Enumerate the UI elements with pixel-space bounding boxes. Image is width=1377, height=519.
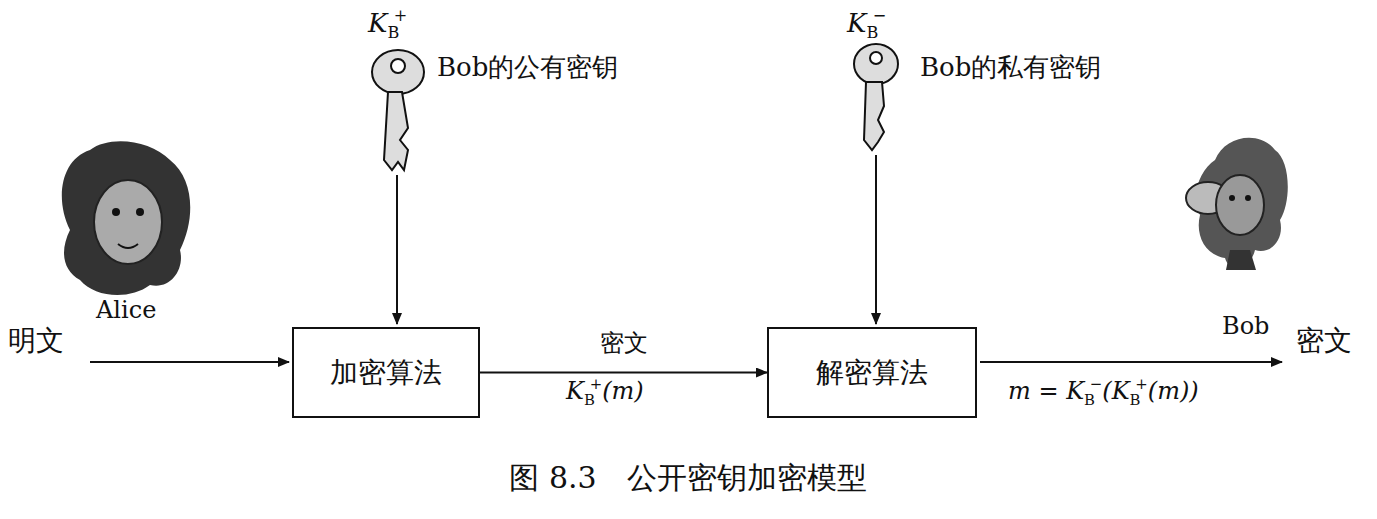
key-arrow (396, 175, 398, 324)
text-label: B (387, 23, 399, 42)
box-label: 加密算法 (330, 354, 442, 392)
text-label: 明文 (8, 324, 64, 357)
bob-figure (1186, 138, 1288, 270)
text-label: 密文 (1296, 324, 1352, 358)
public-key (372, 50, 424, 170)
text-label: B (1130, 391, 1141, 409)
text-label: K (566, 377, 584, 405)
key-arrow (875, 155, 877, 324)
text-label: − (1090, 375, 1102, 393)
text-label: Bob的私有密钥 (920, 52, 1101, 83)
output-arrow (980, 361, 1282, 363)
text-label: KB− (847, 6, 886, 42)
text-label: m = KB−(KB+(m)) (1008, 376, 1199, 409)
text-label: Bob (1222, 312, 1269, 340)
text-label: m = K (1008, 377, 1084, 405)
text-label: (m) (602, 377, 643, 405)
box-label: 解密算法 (816, 354, 928, 392)
text-label: B (584, 391, 595, 409)
text-label: KB+ (368, 6, 407, 42)
text-label: KB+(m) (566, 376, 644, 409)
input-arrow (90, 361, 289, 363)
text-label: + (394, 6, 408, 25)
text-label: + (590, 375, 602, 393)
text-label: Alice (96, 296, 156, 325)
text-label: Bob的公有密钥 (437, 52, 618, 82)
text-label: Alice (96, 296, 156, 324)
text-label: 密文 (1296, 324, 1352, 357)
text-label: K (368, 8, 387, 38)
text-label: K (847, 8, 866, 38)
alice-figure (62, 141, 190, 295)
text-label: − (873, 6, 887, 25)
text-label: Bob的公有密钥 (437, 52, 618, 83)
figure-caption: 图 8.3 公开密钥加密模型 (509, 458, 866, 499)
process-box: 解密算法 (767, 327, 977, 418)
text-label: 明文 (8, 324, 64, 358)
connector-arrow (480, 372, 767, 374)
text-label: (m)) (1148, 377, 1199, 405)
text-label: B (1084, 391, 1095, 409)
edge-label: 密文 (597, 327, 651, 359)
text-label: Bob (1222, 312, 1269, 341)
text-label: Bob的私有密钥 (920, 52, 1101, 82)
text-label: B (866, 23, 878, 42)
private-key (854, 44, 898, 150)
text-label: + (1135, 375, 1147, 393)
process-box: 加密算法 (292, 327, 480, 418)
text-label: (K (1102, 377, 1129, 405)
